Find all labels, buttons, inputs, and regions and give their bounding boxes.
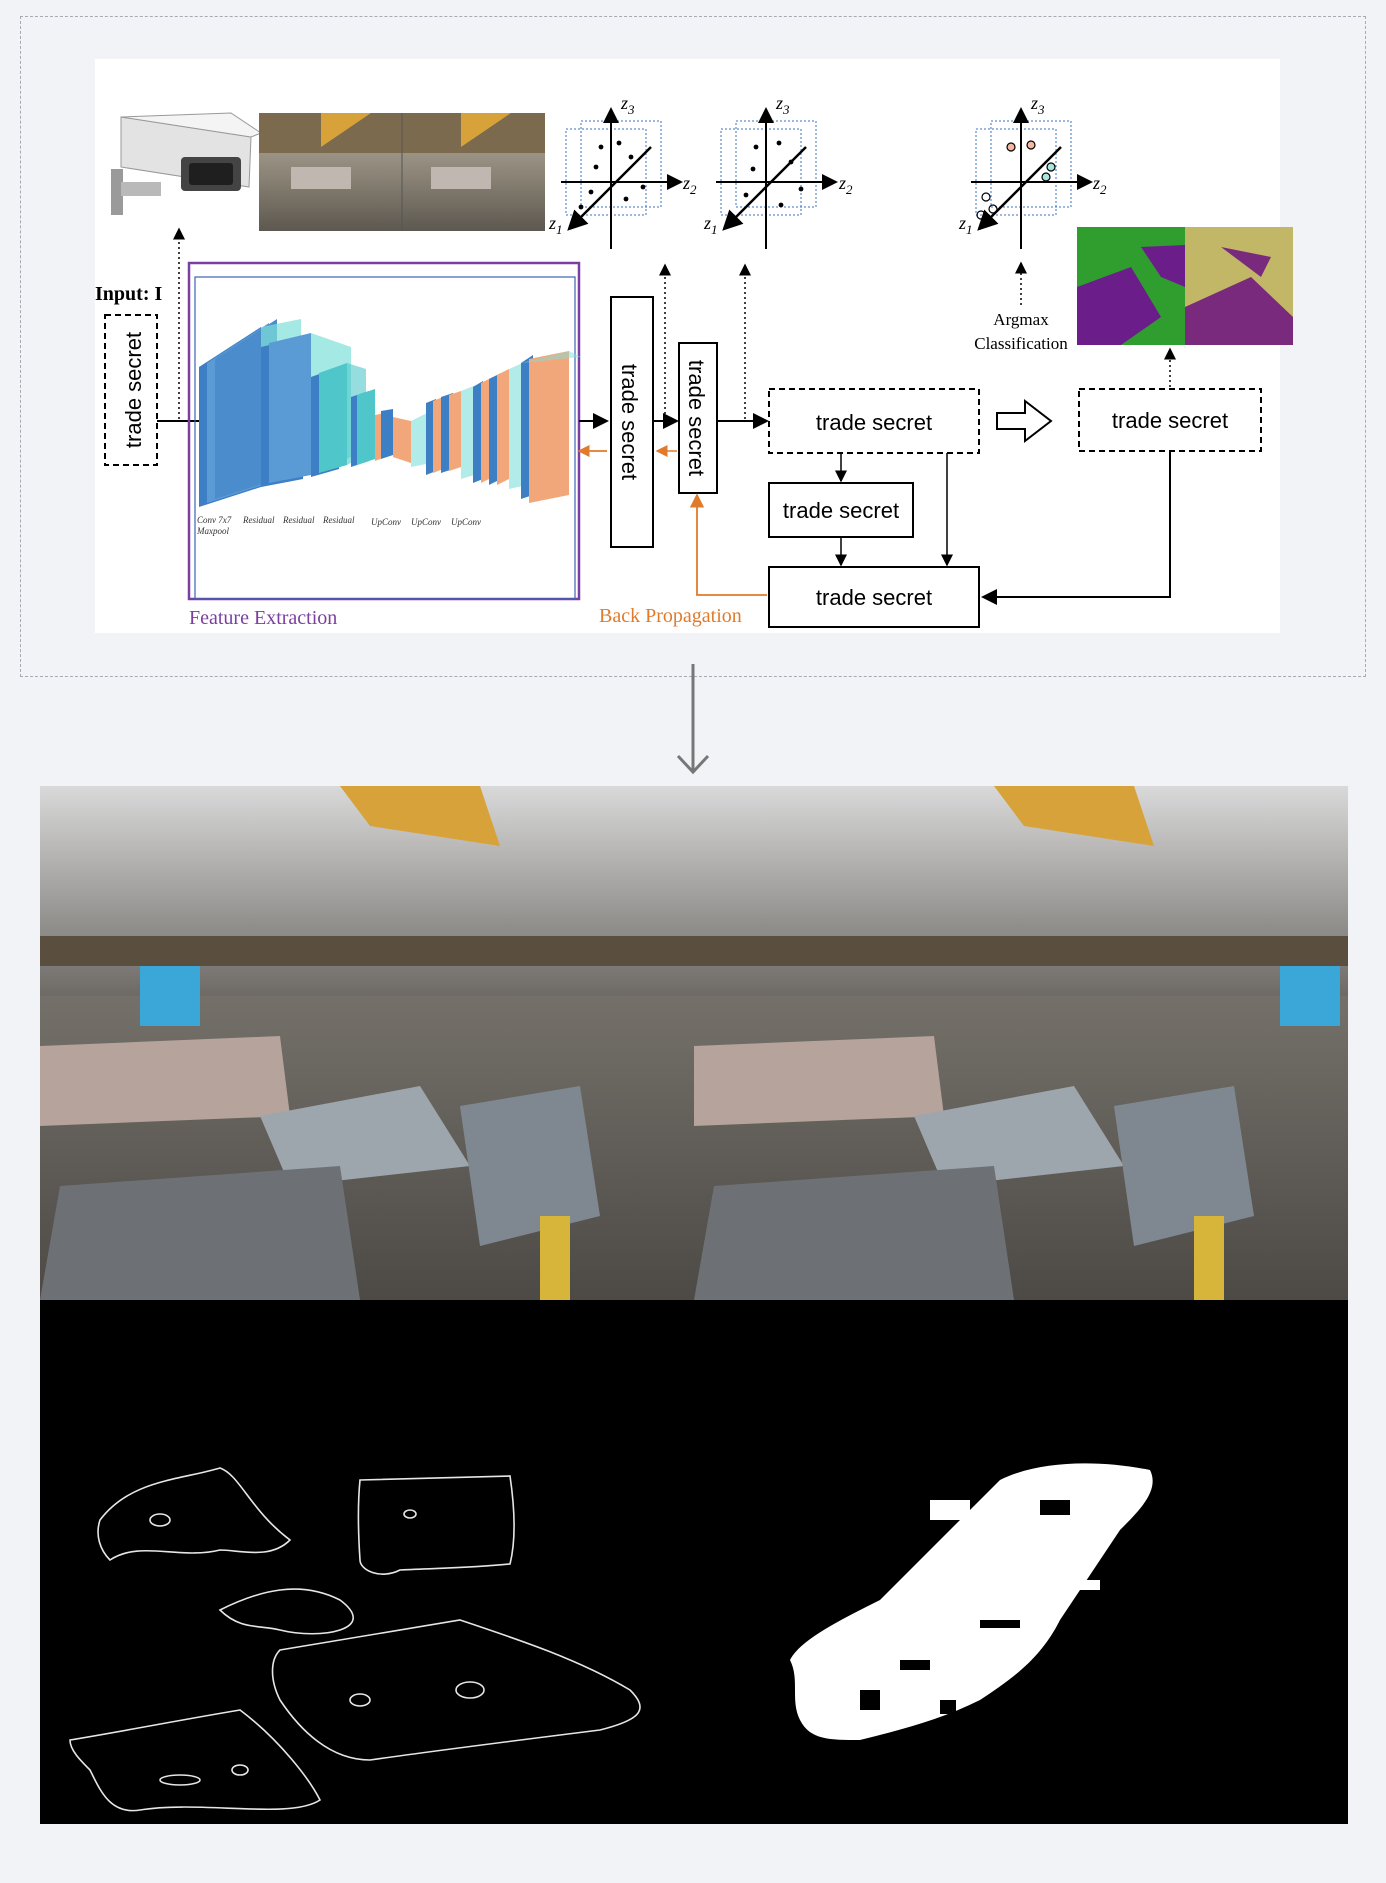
binary-segmentation-mask — [790, 1463, 1153, 1740]
axis-z1-label: z1 — [548, 213, 563, 237]
axis-z1-label: z1 — [703, 213, 718, 237]
block-c-label: trade secret — [816, 410, 932, 435]
argmax-label: Argmax — [993, 310, 1049, 329]
svg-text:Residual: Residual — [242, 515, 275, 525]
axis-z2-label: z2 — [838, 173, 853, 197]
axis-z1-label: z1 — [958, 213, 973, 237]
security-camera-icon — [111, 112, 263, 215]
pipeline-diagram: z3 z2 z1 z3 z2 z1 — [95, 59, 1293, 633]
svg-text:UpConv: UpConv — [371, 517, 401, 527]
network-layers — [199, 319, 581, 507]
factory-photo-left — [40, 786, 694, 1300]
embedding-space-1: z3 z2 z1 — [548, 93, 697, 249]
axis-z3-label: z3 — [620, 93, 635, 117]
input-block-label: trade secret — [121, 332, 146, 448]
block-f-label: trade secret — [1112, 408, 1228, 433]
embedding-space-2: z3 z2 z1 — [703, 93, 853, 249]
factory-photo-right — [694, 786, 1348, 1300]
axis-z3-label: z3 — [775, 93, 790, 117]
right-hollow-arrow-icon — [996, 398, 1053, 444]
block-c — [768, 388, 980, 454]
down-arrow-icon — [676, 664, 710, 775]
diagram-panel: z3 z2 z1 z3 z2 z1 — [20, 16, 1366, 677]
svg-text:Conv 7x7: Conv 7x7 — [197, 515, 232, 525]
svg-text:Maxpool: Maxpool — [196, 526, 229, 536]
axis-z3-label: z3 — [1030, 93, 1045, 117]
classification-label: Classification — [974, 334, 1068, 353]
block-a — [610, 296, 654, 548]
segmentation-output-images — [1077, 227, 1293, 345]
block-b-label: trade secret — [684, 360, 709, 476]
svg-text:UpConv: UpConv — [451, 517, 481, 527]
axis-z2-label: z2 — [1092, 173, 1107, 197]
block-e — [768, 566, 980, 628]
mask-panel — [40, 1300, 1348, 1824]
axis-z2-label: z2 — [682, 173, 697, 197]
input-label: Input: I — [95, 283, 162, 305]
input-block — [104, 314, 158, 466]
block-b — [678, 342, 718, 494]
back-propagation-label: Back Propagation — [599, 605, 742, 627]
svg-text:Residual: Residual — [282, 515, 315, 525]
block-d — [768, 482, 914, 538]
edge-contour-mask — [69, 1467, 641, 1812]
embedding-space-3: z3 z2 z1 — [958, 93, 1107, 249]
block-f — [1078, 388, 1262, 452]
block-a-label: trade secret — [617, 364, 642, 480]
svg-text:Residual: Residual — [322, 515, 355, 525]
svg-text:UpConv: UpConv — [411, 517, 441, 527]
feature-extraction-label: Feature Extraction — [189, 607, 337, 629]
block-d-label: trade secret — [783, 498, 899, 523]
block-e-label: trade secret — [816, 585, 932, 610]
layer-labels: Conv 7x7 Maxpool Residual Residual Resid… — [196, 515, 481, 536]
input-photo-pair — [259, 113, 545, 231]
factory-photo-pair — [40, 786, 1348, 1300]
